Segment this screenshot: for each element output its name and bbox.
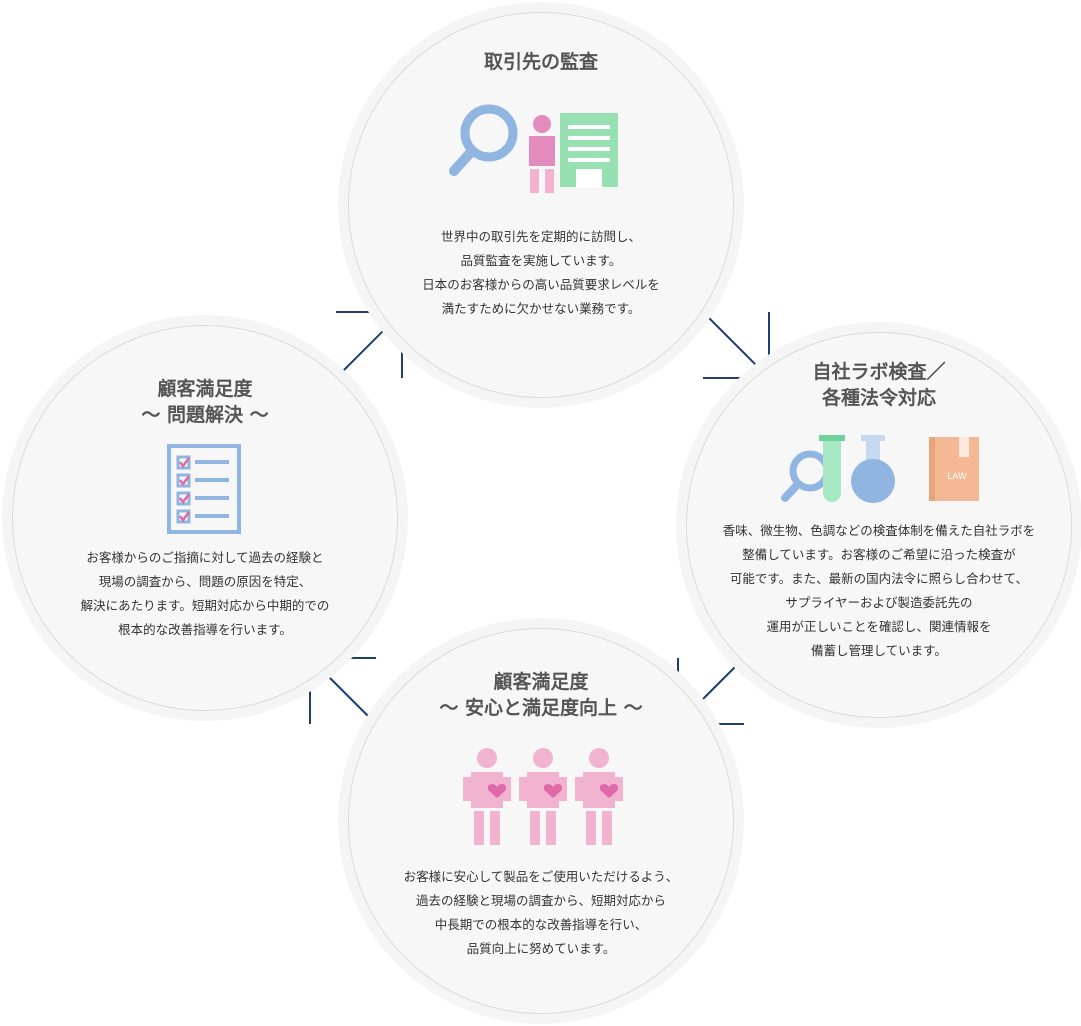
node-customer-satisfaction-problem-solving: 顧客満足度 〜 問題解決 〜 お客様からのご指摘に対して過去の経験と 現場の調査… [12,325,398,711]
node-description: 世界中の取引先を定期的に訪問し、 品質監査を実施しています。 日本のお客様からの… [422,229,660,316]
node-supplier-audit: 取引先の監査 世界中の取引先を定期的に訪問し、 品質監査を実施しています。 日本… [348,12,734,398]
person-heart-icon [575,748,623,845]
law-book-icon: LAW [929,437,979,501]
person-icon [529,115,555,193]
node-description: お客様に安心して製品をご使用いただけるよう、 過去の経験と現場の調査から、短期対… [403,869,679,956]
node-description: 香味、微生物、色調などの検査体制を備えた自社ラボを 整備しています。お客様のご希… [722,523,1036,658]
flask-icon [851,435,895,503]
node-title: 顧客満足度 〜 安心と満足度向上 〜 [439,671,643,719]
law-label: LAW [947,471,967,481]
audit-illustration [449,104,618,193]
checklist-icon [167,444,241,534]
node-title: 自社ラボ検査／ 各種法令対応 [812,361,946,409]
person-heart-icon [463,748,511,845]
building-icon [560,113,618,187]
test-tube-icon [819,435,845,502]
magnifier-icon [781,450,831,502]
lab-illustration: LAW [781,435,979,503]
node-lab-inspection: 自社ラボ検査／ 各種法令対応 LAW 香味、微生物、色調などの検査体制を備えた自… [686,332,1072,718]
node-title: 顧客満足度 〜 問題解決 〜 [141,378,269,426]
node-customer-satisfaction-improvement: 顧客満足度 〜 安心と満足度向上 〜 [348,628,734,1014]
magnifier-icon [449,104,518,176]
person-heart-icon [519,748,567,845]
node-title: 取引先の監査 [483,51,598,73]
customers-illustration [463,748,623,845]
node-description: お客様からのご指摘に対して過去の経験と 現場の調査から、問題の原因を特定、 解決… [80,550,330,637]
